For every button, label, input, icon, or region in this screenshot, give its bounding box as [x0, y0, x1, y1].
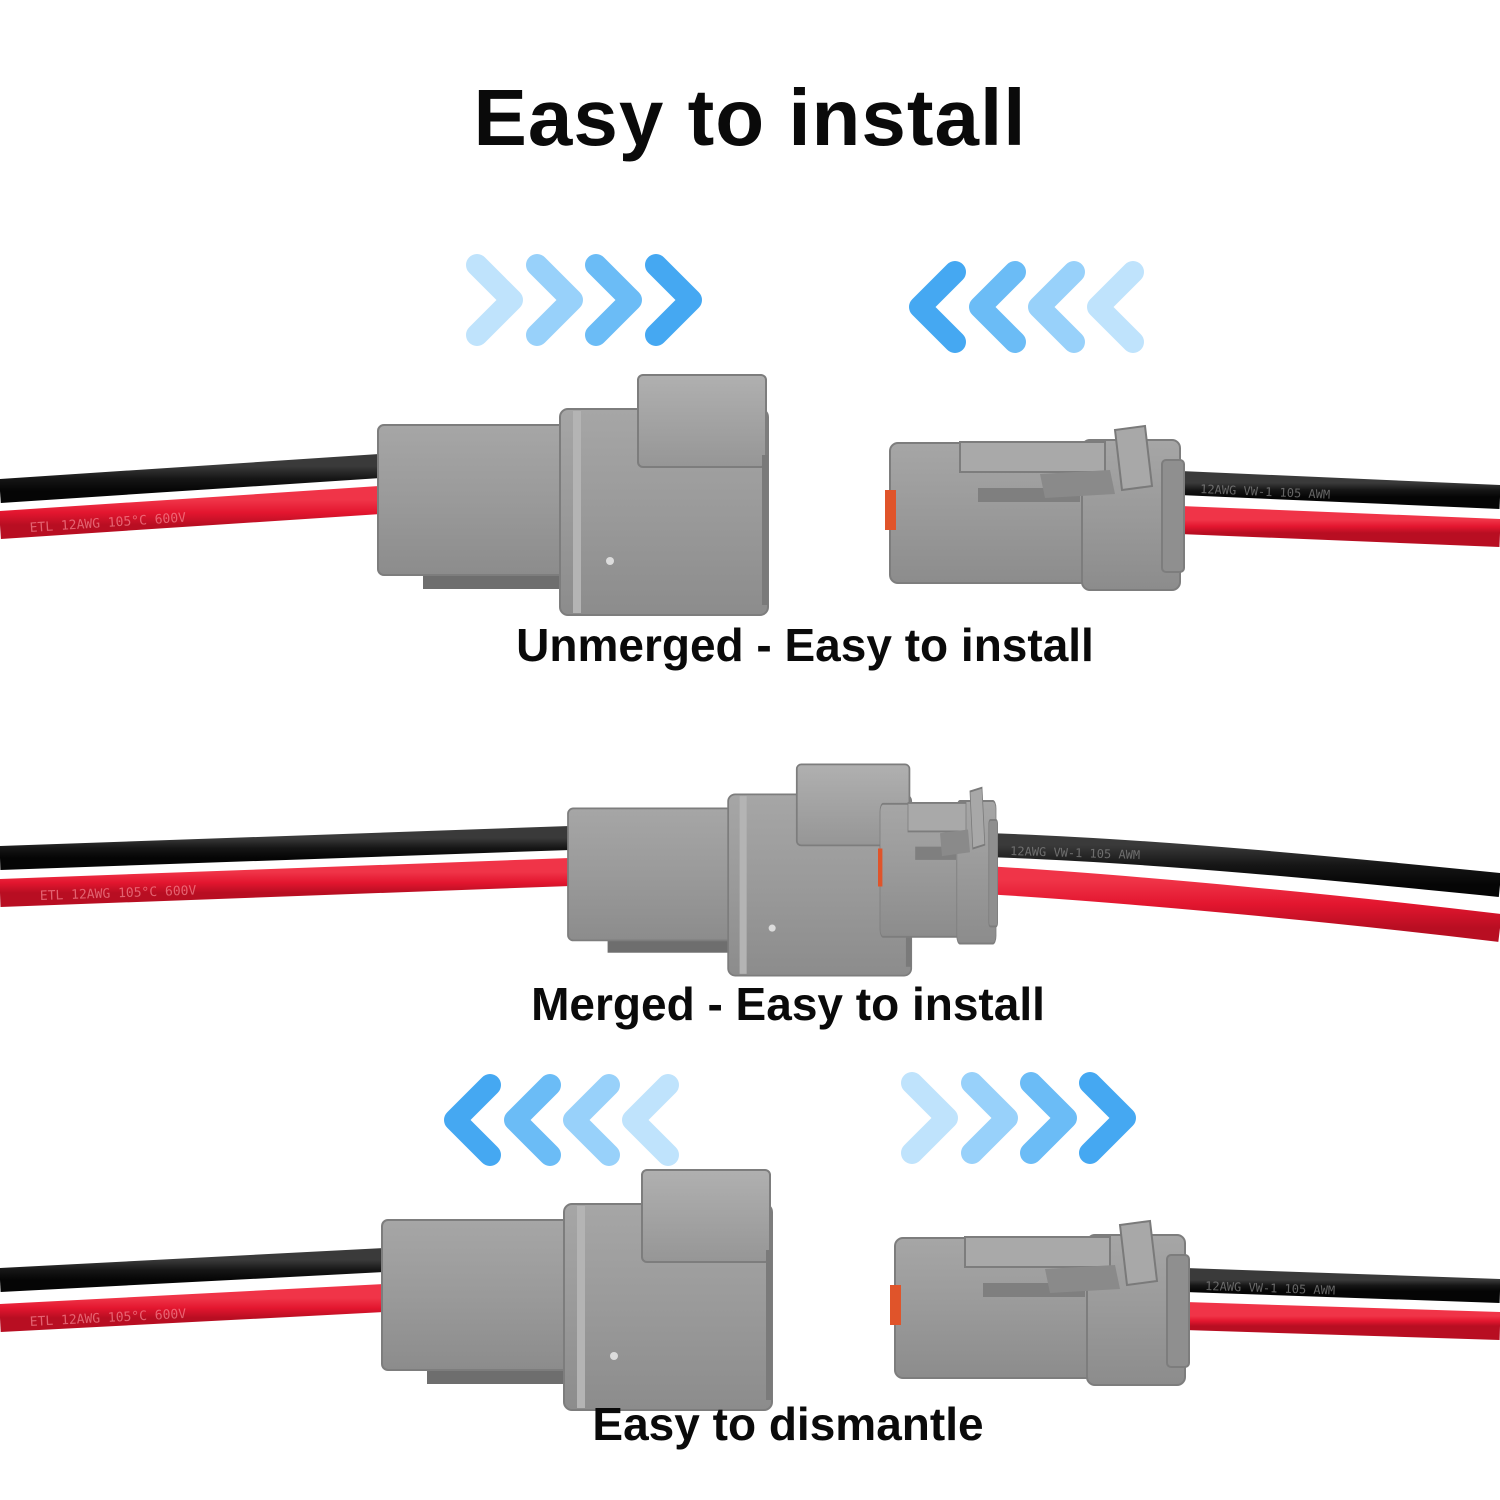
caption-merged: Merged - Easy to install: [531, 978, 1045, 1030]
page-title: Easy to install: [473, 73, 1027, 162]
female-connector-unmerged: [884, 425, 1185, 591]
chevrons-diverge-left: [444, 1074, 679, 1166]
chevron-left-icon: [563, 1074, 620, 1166]
wire-print-female: 12AWG VW-1 105 AWM: [1200, 482, 1331, 502]
chevron-left-icon: [1028, 261, 1085, 353]
chevron-right-icon: [961, 1072, 1018, 1164]
chevron-right-icon: [526, 254, 583, 346]
chevron-right-icon: [1020, 1072, 1077, 1164]
female-connector-merged: [877, 786, 999, 945]
male-cable-unmerged: ETL 12AWG 105°C 600V: [0, 454, 381, 539]
chevron-right-icon: [1079, 1072, 1136, 1164]
female-cable-merged: 12AWG VW-1 105 AWM: [984, 833, 1500, 942]
chevrons-converge-right: [909, 261, 1144, 353]
chevrons-diverge-right: [901, 1072, 1136, 1164]
female-cable-dismantle: 12AWG VW-1 105 AWM: [1184, 1268, 1500, 1340]
female-connector-dismantle: [889, 1220, 1190, 1386]
wire-print-female: 12AWG VW-1 105 AWM: [1205, 1279, 1335, 1298]
merged-connector-pair: [567, 763, 999, 977]
chevron-right-icon: [645, 254, 702, 346]
female-cable-unmerged: 12AWG VW-1 105 AWM: [1179, 471, 1500, 547]
caption-dismantle: Easy to dismantle: [592, 1398, 984, 1450]
wire-print-female: 12AWG VW-1 105 AWM: [1010, 844, 1140, 862]
chevron-left-icon: [622, 1074, 679, 1166]
chevron-left-icon: [504, 1074, 561, 1166]
chevron-right-icon: [585, 254, 642, 346]
chevron-right-icon: [466, 254, 523, 346]
wire-print-male: ETL 12AWG 105°C 600V: [40, 884, 197, 904]
male-connector-merged: [567, 763, 913, 977]
male-cable-dismantle: ETL 12AWG 105°C 600V: [0, 1248, 386, 1332]
chevrons-converge-left: [466, 254, 702, 346]
chevron-right-icon: [901, 1072, 958, 1164]
male-cable-merged: ETL 12AWG 105°C 600V: [0, 826, 571, 907]
male-connector-dismantle: [381, 1169, 773, 1411]
male-connector-unmerged: [377, 374, 769, 616]
chevron-left-icon: [1087, 261, 1144, 353]
chevron-left-icon: [444, 1074, 501, 1166]
caption-unmerged: Unmerged - Easy to install: [516, 619, 1094, 671]
chevron-left-icon: [909, 261, 966, 353]
chevron-left-icon: [969, 261, 1026, 353]
